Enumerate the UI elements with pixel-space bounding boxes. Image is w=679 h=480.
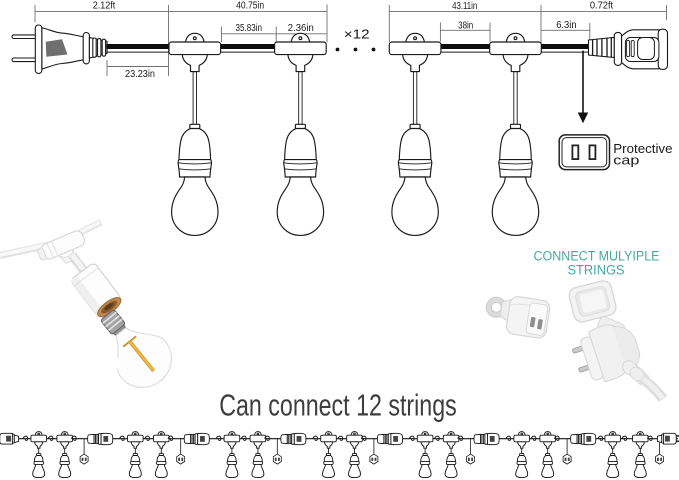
svg-text:CONNECT MULYIPLE: CONNECT MULYIPLE (534, 248, 660, 263)
svg-text:23.23in: 23.23in (125, 69, 155, 80)
svg-text:0.72ft: 0.72ft (590, 1, 613, 12)
svg-text:43.11in: 43.11in (452, 1, 477, 12)
svg-text:×12: ×12 (344, 27, 370, 41)
svg-text:6.3in: 6.3in (556, 20, 576, 31)
svg-text:Can connect 12 strings: Can connect 12 strings (219, 388, 457, 422)
svg-text:STRINGS: STRINGS (568, 263, 625, 278)
svg-text:40.75in: 40.75in (236, 1, 264, 12)
svg-text:cap: cap (613, 154, 639, 168)
svg-text:2.36in: 2.36in (288, 23, 314, 34)
svg-text:38in: 38in (458, 20, 473, 31)
svg-text:Protective: Protective (613, 142, 672, 156)
svg-text:2.12ft: 2.12ft (93, 1, 116, 12)
svg-text:35.83in: 35.83in (236, 23, 263, 34)
